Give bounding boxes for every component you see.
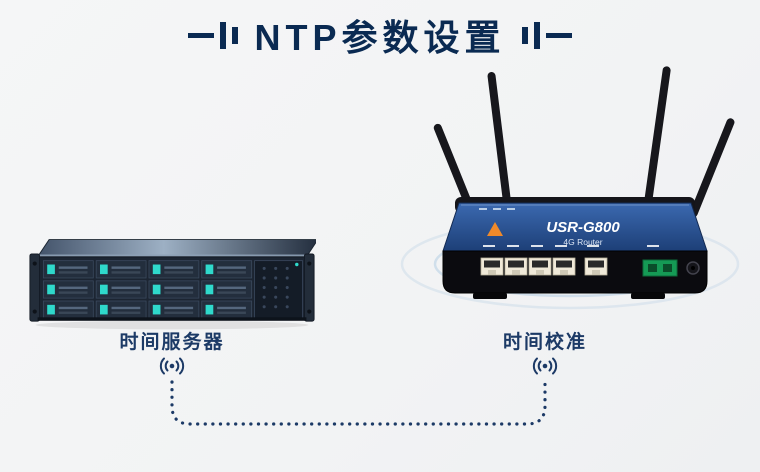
router-label: 时间校准 (502, 332, 587, 353)
router-antenna-left-outer (433, 123, 477, 219)
server-power-led (295, 262, 299, 267)
page-title: NTP参数设置 (254, 17, 506, 58)
title-ornament-right (521, 21, 572, 49)
router-ethernet-ports (480, 257, 608, 276)
wifi-signal-icon-right (532, 357, 558, 375)
router-antenna-left-inner (487, 72, 512, 214)
ntp-sync-dotted-connector (170, 380, 547, 426)
server-label: 时间服务器 (119, 332, 225, 353)
router-foot-left (473, 293, 507, 299)
title-ornament-left (188, 21, 239, 49)
server-top-face (36, 239, 316, 258)
server-shadow (35, 320, 309, 330)
server-rack-ear-left (29, 253, 40, 322)
wifi-signal-icon-left (159, 357, 185, 375)
router-illustration: USR-G800 4G Router (433, 66, 735, 299)
server-control-panel (254, 260, 303, 319)
router-antenna-right-inner (643, 66, 671, 214)
time-server-illustration (29, 239, 316, 330)
router-model-text: USR-G800 (546, 219, 620, 236)
server-rack-ear-right (304, 253, 315, 322)
router-port-labels (483, 245, 659, 247)
router-brand-logo (487, 222, 503, 236)
router-type-text: 4G Router (563, 237, 602, 247)
router-antenna-right-outer (689, 118, 735, 218)
router-terminal-block (642, 259, 678, 277)
page-title-row: NTP参数设置 (0, 8, 760, 62)
router-foot-right (631, 293, 665, 299)
router-led-marks (479, 208, 515, 210)
